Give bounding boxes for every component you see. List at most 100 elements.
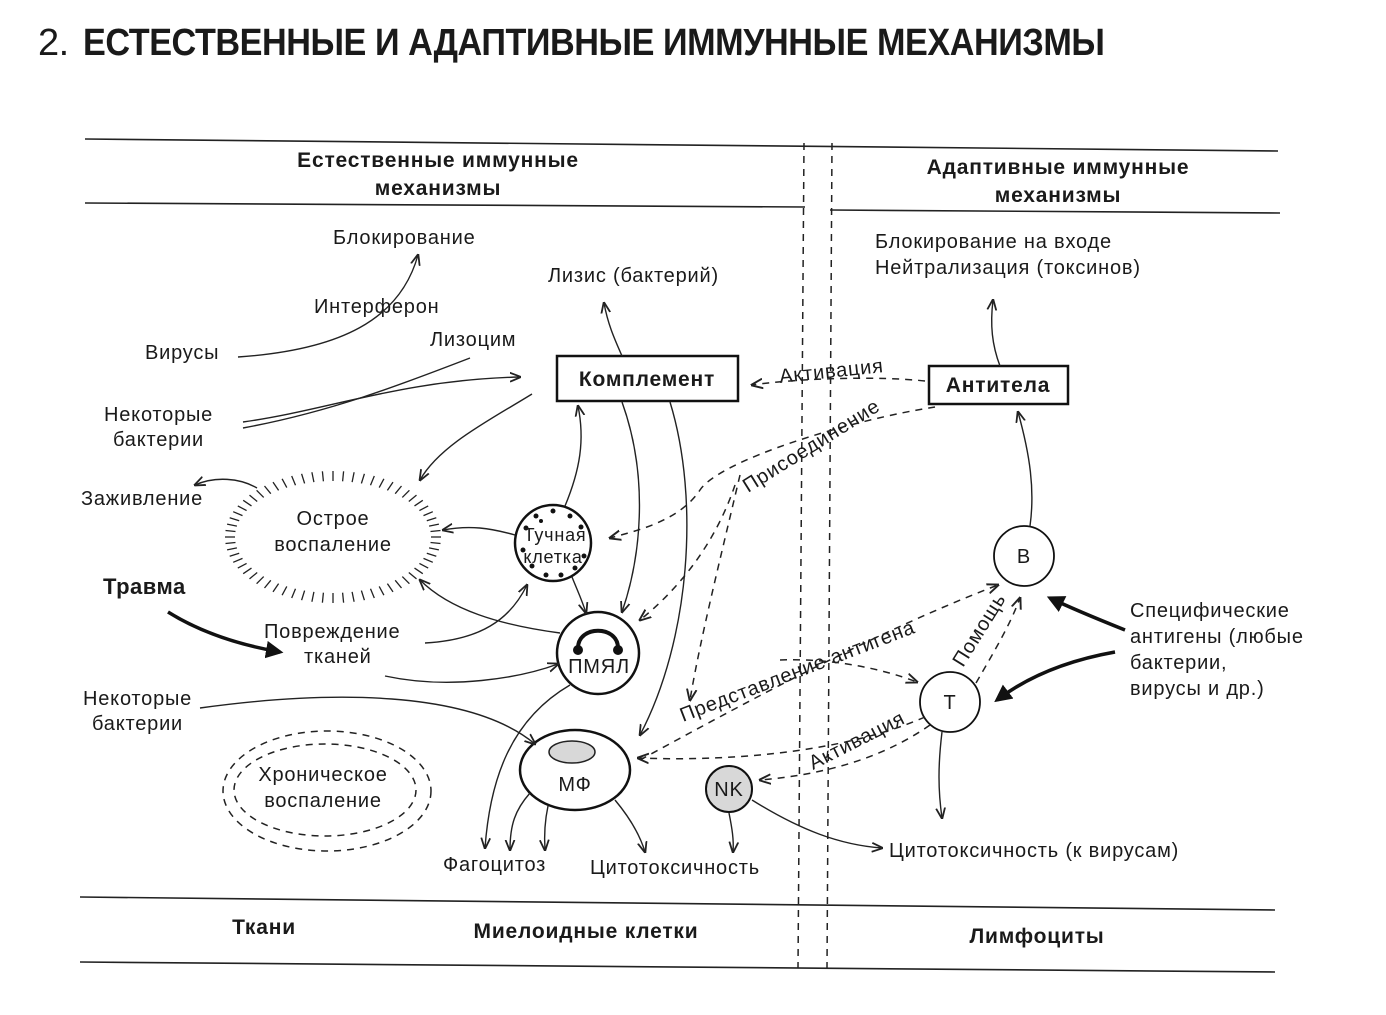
- label-specific-1: Специфические: [1130, 600, 1290, 622]
- header-adaptive-2: механизмы: [995, 184, 1121, 207]
- acute-inflammation-tick: [263, 485, 272, 495]
- page-title: 2.ЕСТЕСТВЕННЫЕ И АДАПТИВНЫЕ ИММУННЫЕ МЕХ…: [38, 22, 1218, 65]
- label-some-bacteria-1b: бактерии: [113, 429, 204, 451]
- pmn-cell: [555, 610, 641, 696]
- footer-rule-top: [79, 896, 1276, 911]
- label-lysis: Лизис (бактерий): [548, 265, 719, 287]
- acute-inflammation-tick: [225, 529, 236, 533]
- acute-inflammation-tick: [281, 586, 288, 596]
- acute-inflammation-tick: [351, 472, 355, 483]
- arrow-antibodies-mast: [610, 406, 936, 538]
- acute-inflammation-tick: [256, 489, 265, 498]
- acute-inflammation-tick: [414, 567, 424, 575]
- acute-inflammation-tick: [226, 547, 238, 551]
- arrow-complement-pmn: [622, 401, 641, 612]
- acute-inflammation-tick: [311, 472, 315, 483]
- complement-box: [555, 354, 740, 403]
- arrow-complement-mf: [640, 401, 688, 735]
- t-cell-label: T: [943, 692, 956, 714]
- arrow-mf-phagocytosis-2: [545, 805, 548, 850]
- arrow-antibodies-complement: [752, 377, 926, 385]
- acute-inflammation-tick: [369, 475, 375, 486]
- label-some-bacteria-1a: Некоторые: [104, 404, 213, 426]
- mast-cell-granules: [520, 508, 587, 578]
- acute-inflammation-tick: [321, 592, 325, 603]
- acute-inflammation-tick: [225, 541, 236, 545]
- acute-inflammation-tick: [423, 557, 434, 563]
- acute-inflammation-tick: [272, 583, 280, 593]
- acute-inflammation-tick: [249, 572, 258, 580]
- acute-inflammation-tick: [426, 517, 437, 522]
- acute-inflammation-tick: [428, 523, 440, 527]
- label-specific-3: бактерии,: [1130, 652, 1227, 674]
- acute-inflammation-tick: [272, 481, 280, 491]
- label-activation-1: Активация: [778, 355, 885, 388]
- complement-label: Комплемент: [579, 368, 715, 391]
- acute-inflammation-tick: [256, 576, 265, 585]
- label-lysozyme: Лизоцим: [430, 329, 516, 351]
- arrow-pmn-acute: [420, 580, 561, 634]
- acute-inflammation-tick: [242, 567, 252, 575]
- nk-label: NK: [714, 779, 743, 801]
- divider-dashed-2: [826, 142, 833, 969]
- arrow-antigens-t: [994, 650, 1116, 703]
- acute-inflammation-tick: [226, 523, 238, 527]
- acute-inflammation-tick: [351, 591, 355, 602]
- label-trauma: Травма: [103, 574, 186, 599]
- acute-inflammation-tick: [229, 517, 240, 522]
- label-viruses: Вирусы: [145, 342, 219, 364]
- arrow-mast-acute: [443, 528, 516, 536]
- acute-inflammation-tick: [386, 481, 394, 491]
- acute-inflammation-tick: [408, 494, 417, 502]
- label-healing: Заживление: [81, 488, 203, 510]
- label-blocking: Блокирование: [333, 227, 476, 249]
- acute-inflammation-tick: [378, 478, 385, 488]
- arrow-mf-b: [639, 585, 998, 761]
- divider-dashed-1: [797, 142, 805, 969]
- pmn-nucleus: [576, 628, 620, 649]
- acute-inflammation-tick: [394, 579, 403, 589]
- mast-cell-label-2: клетка: [523, 547, 583, 567]
- macrophage-cell: [518, 728, 632, 812]
- acute-inflammation-tick: [428, 547, 440, 551]
- arrow-bacteria-complement: [242, 377, 520, 423]
- acute-inflammation-tick: [291, 475, 297, 486]
- arrow-complement-acute: [420, 393, 533, 480]
- footer-myeloid: Миелоидные клетки: [474, 920, 699, 943]
- acute-inflammation-tick: [281, 478, 288, 488]
- arrow-antibodies-blocking: [992, 300, 1001, 367]
- pmn-lobe-right: [613, 645, 623, 655]
- acute-inflammation-tick: [378, 586, 385, 596]
- acute-inflammation-tick: [426, 552, 437, 557]
- acute-inflammation-tick: [242, 499, 252, 507]
- arrow-mast-complement: [564, 406, 581, 507]
- arrow-t-cytotoxicity: [939, 731, 942, 818]
- label-cytotoxicity: Цитотоксичность: [590, 857, 760, 879]
- acute-inflammation-tick: [341, 471, 345, 482]
- arrow-trauma-damage: [167, 610, 284, 659]
- title-text: ЕСТЕСТВЕННЫЕ И АДАПТИВНЫЕ ИММУННЫЕ МЕХАН…: [82, 22, 1105, 64]
- b-cell: [993, 525, 1055, 587]
- antibodies-label: Антитела: [946, 374, 1050, 397]
- label-specific-2: антигены (любые: [1130, 626, 1304, 648]
- pmn-lobe-left: [573, 645, 583, 655]
- acute-inflammation-tick: [237, 562, 247, 569]
- macrophage-label: МФ: [558, 774, 591, 796]
- arrow-viruses-blocking: [237, 255, 418, 358]
- acute-inflammation-tick: [321, 471, 325, 482]
- label-damage-2: тканей: [304, 646, 372, 668]
- acute-inflammation-tick: [263, 579, 272, 589]
- label-phagocytosis: Фагоцитоз: [443, 854, 546, 876]
- t-cell: [919, 671, 981, 733]
- arrow-mf-cytotoxicity: [614, 799, 645, 852]
- acute-inflammation-tick: [341, 592, 345, 603]
- acute-inflammation-tick: [369, 588, 375, 599]
- acute-inflammation-tick: [386, 583, 394, 593]
- acute-inflammation-tick: [394, 485, 403, 495]
- arrow-mast-pmn: [571, 576, 586, 613]
- arrow-bacteria-lysozyme: [242, 357, 471, 429]
- header-rule-right: [829, 209, 1281, 214]
- arrow-nk-cytotoxicity-viruses: [751, 799, 882, 848]
- header-rule-left: [84, 202, 806, 208]
